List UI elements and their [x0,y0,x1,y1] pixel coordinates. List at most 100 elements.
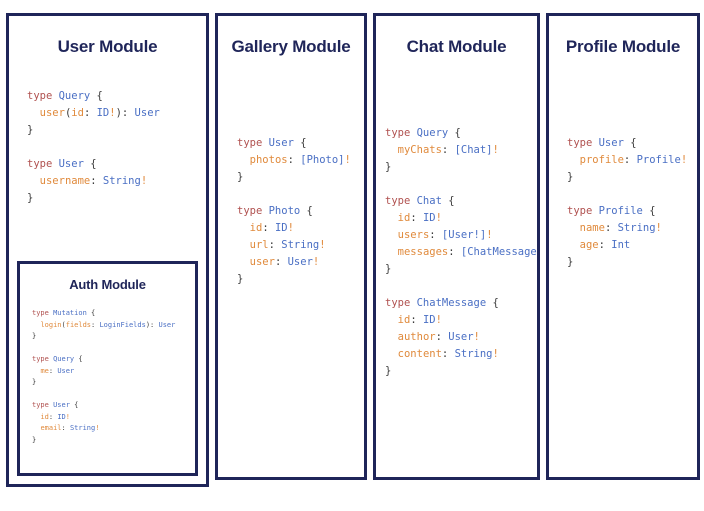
code-token-punc: } [385,161,392,173]
code-line: id: ID! [237,220,364,237]
code-token-bang: ! [344,154,351,166]
code-token-tname: [Photo] [300,154,345,166]
code-token-punc [385,229,398,241]
module-panel-auth[interactable]: Auth Module type Mutation { login(fields… [17,261,198,476]
code-token-bang: ! [319,239,326,251]
code-block-gallery: type User { photos: [Photo]!}type Photo … [237,135,364,288]
code-token-tname: String [102,175,141,187]
code-token-field: id [249,222,263,234]
code-token-punc: : [90,175,103,187]
code-token-punc: { [83,158,97,170]
code-line: messages: [ChatMessage]! [385,244,537,261]
code-blank-line [385,176,537,193]
code-line: id: ID! [385,312,537,329]
code-token-tname: User [598,137,624,149]
panel-title-user: User Module [57,37,158,56]
code-token-punc [385,144,398,156]
code-token-punc: : [287,154,301,166]
code-token-tname: [ChatMessage] [460,246,540,258]
code-token-punc: } [385,263,392,275]
code-token-tname: LoginFields [99,320,146,329]
code-line: type User { [567,135,697,152]
code-token-punc: : [262,222,275,234]
code-token-punc: ): [115,107,135,119]
code-token-punc: : [48,366,58,375]
code-token-punc: : [83,107,97,119]
code-token-punc: { [69,401,79,409]
code-line: name: String! [567,220,697,237]
code-line: type ChatMessage { [385,295,537,312]
code-token-tname: String [454,348,493,360]
code-blank-line [27,139,206,156]
code-token-field: id [397,212,411,224]
code-token-tname: ID [57,412,66,421]
code-line: email: String! [32,423,195,435]
code-token-punc: { [448,127,461,139]
code-token-tname: [Chat] [454,144,493,156]
code-block-chat: type Query { myChats: [Chat]!}type Chat … [385,125,537,380]
code-blank-line [237,186,364,203]
module-panel-user[interactable]: User Module type Query { user(id: ID!): … [6,13,209,487]
code-token-punc: } [385,365,392,377]
code-line: myChats: [Chat]! [385,142,537,159]
code-line: login(fields: LoginFields): User [32,320,195,332]
code-token-punc: } [32,332,37,340]
code-line: type Query { [27,88,206,105]
panel-title-gallery: Gallery Module [231,37,351,56]
code-token-punc: : [91,320,100,329]
code-token-kw: type [27,90,59,102]
code-line: photos: [Photo]! [237,152,364,169]
code-block-auth: type Mutation { login(fields: LoginField… [32,308,195,446]
code-token-tname: User [268,137,294,149]
code-token-field: me [40,366,49,375]
code-token-tname: ID [274,222,288,234]
code-line: } [385,363,537,380]
code-line: user(id: ID!): User [27,105,206,122]
code-token-kw: type [32,401,54,409]
code-token-tname: User [57,366,75,375]
code-token-kw: type [237,137,269,149]
code-line: } [237,271,364,288]
code-token-punc: : [441,348,455,360]
code-token-field: age [579,239,599,251]
code-line: users: [User!]! [385,227,537,244]
code-token-punc: { [623,137,637,149]
code-token-punc: } [32,435,37,444]
code-token-tname: User [134,107,160,119]
code-line: } [32,331,195,343]
code-line: content: String! [385,346,537,363]
code-token-punc [567,154,580,166]
code-line: } [567,254,697,271]
code-token-tname: ChatMessage [416,297,487,309]
code-token-punc: } [32,378,37,386]
code-line: type User { [32,400,195,412]
code-line: user: User! [237,254,364,271]
code-token-punc: { [642,205,656,217]
module-panel-profile[interactable]: Profile Module type User { profile: Prof… [546,13,700,480]
code-token-punc: : [429,229,442,241]
code-token-kw: type [27,158,59,170]
code-line: } [27,190,206,207]
code-line: } [32,435,195,447]
code-token-tname: Mutation [53,309,87,317]
code-token-punc [237,239,250,251]
code-token-tname: ID [422,314,436,326]
code-token-bang: ! [655,222,662,234]
code-line: type Mutation { [32,308,195,320]
code-token-bang: ! [435,212,442,224]
code-line: type User { [237,135,364,152]
panel-title-profile: Profile Module [565,37,681,56]
code-token-bang: ! [109,107,116,119]
code-token-kw: type [32,309,54,317]
code-token-punc: { [300,205,313,217]
code-line: } [385,159,537,176]
module-panel-gallery[interactable]: Gallery Module type User { photos: [Phot… [215,13,367,480]
code-token-tname: Query [58,90,91,102]
code-line: type Query { [385,125,537,142]
code-token-punc [385,314,398,326]
code-token-tname: User [287,256,313,268]
code-line: username: String! [27,173,206,190]
module-panel-chat[interactable]: Chat Module type Query { myChats: [Chat]… [373,13,540,480]
panel-title-auth: Auth Module [69,277,146,292]
code-token-field: id [397,314,411,326]
